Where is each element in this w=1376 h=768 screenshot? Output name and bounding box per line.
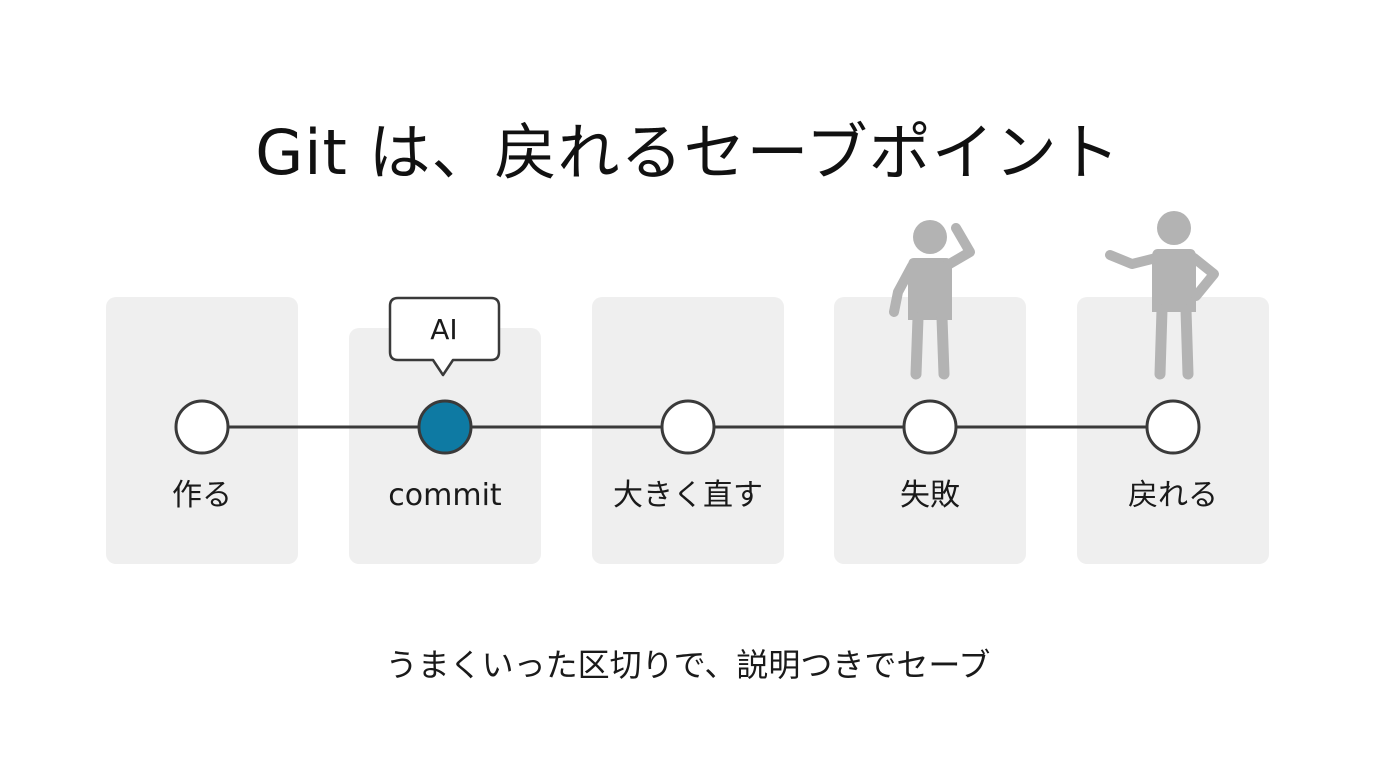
step-label-create: 作る [172, 478, 232, 513]
ai-callout: AI [388, 296, 501, 377]
pointing-person-icon [1105, 211, 1219, 380]
timeline-node-commit [417, 399, 473, 455]
speech-bubble-icon [388, 296, 501, 377]
ai-callout-label: AI [430, 313, 457, 346]
page-title: Git は、戻れるセーブポイント [255, 115, 1121, 189]
confused-person-icon [889, 220, 975, 380]
step-label-rework: 大きく直す [613, 478, 763, 513]
timeline-node-rework [660, 399, 716, 455]
step-label-commit: commit [388, 478, 502, 513]
timeline-node-failure [902, 399, 958, 455]
timeline-node-restore [1145, 399, 1201, 455]
caption-text: うまくいった区切りで、説明つきでセーブ [385, 646, 991, 684]
step-label-failure: 失敗 [900, 478, 960, 513]
timeline-node-create [174, 399, 230, 455]
step-label-restore: 戻れる [1128, 478, 1218, 513]
